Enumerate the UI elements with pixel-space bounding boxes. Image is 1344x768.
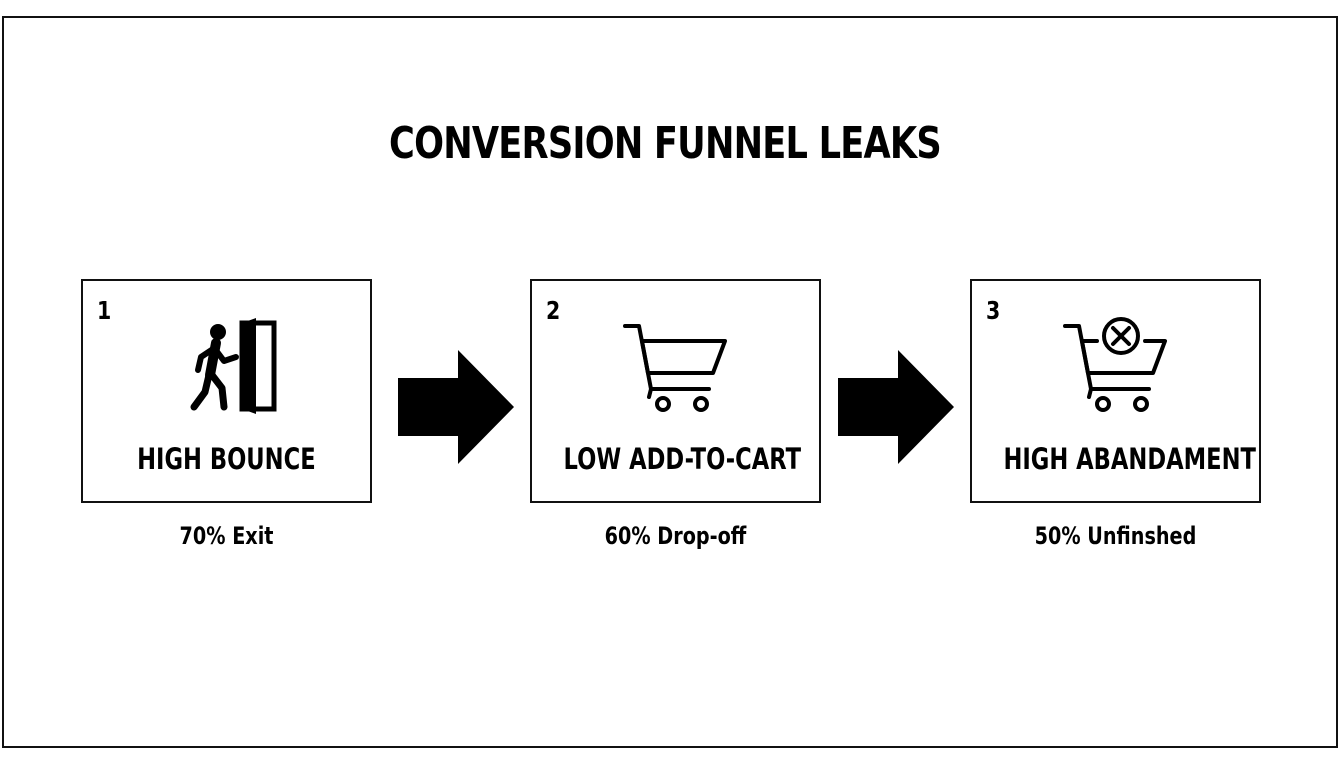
step-number: 2: [546, 296, 561, 325]
step-number: 3: [986, 296, 1001, 325]
step-label: LOW ADD-TO-CART: [563, 442, 802, 476]
step-2-stat: 60% Drop-off: [604, 522, 747, 550]
right-arrow-icon: [838, 350, 954, 464]
diagram-title: CONVERSION FUNNEL LEAKS: [389, 118, 942, 169]
funnel-step-1: 1 HIGH BOUNCE: [81, 279, 372, 503]
step-label: HIGH ABANDAMENT: [1003, 442, 1256, 476]
funnel-step-2: 2 LOW ADD-TO-CART: [530, 279, 821, 503]
person-exiting-door-icon: [83, 315, 370, 415]
shopping-cart-icon: [532, 315, 819, 415]
right-arrow-icon: [398, 350, 514, 464]
funnel-step-3: 3 HIGH ABANDAMENT: [970, 279, 1261, 503]
step-1-stat: 70% Exit: [179, 522, 274, 550]
cart-cancel-icon: [972, 315, 1259, 415]
step-number: 1: [97, 296, 112, 325]
step-label: HIGH BOUNCE: [137, 442, 316, 476]
step-3-stat: 50% Unfinshed: [1034, 522, 1197, 550]
